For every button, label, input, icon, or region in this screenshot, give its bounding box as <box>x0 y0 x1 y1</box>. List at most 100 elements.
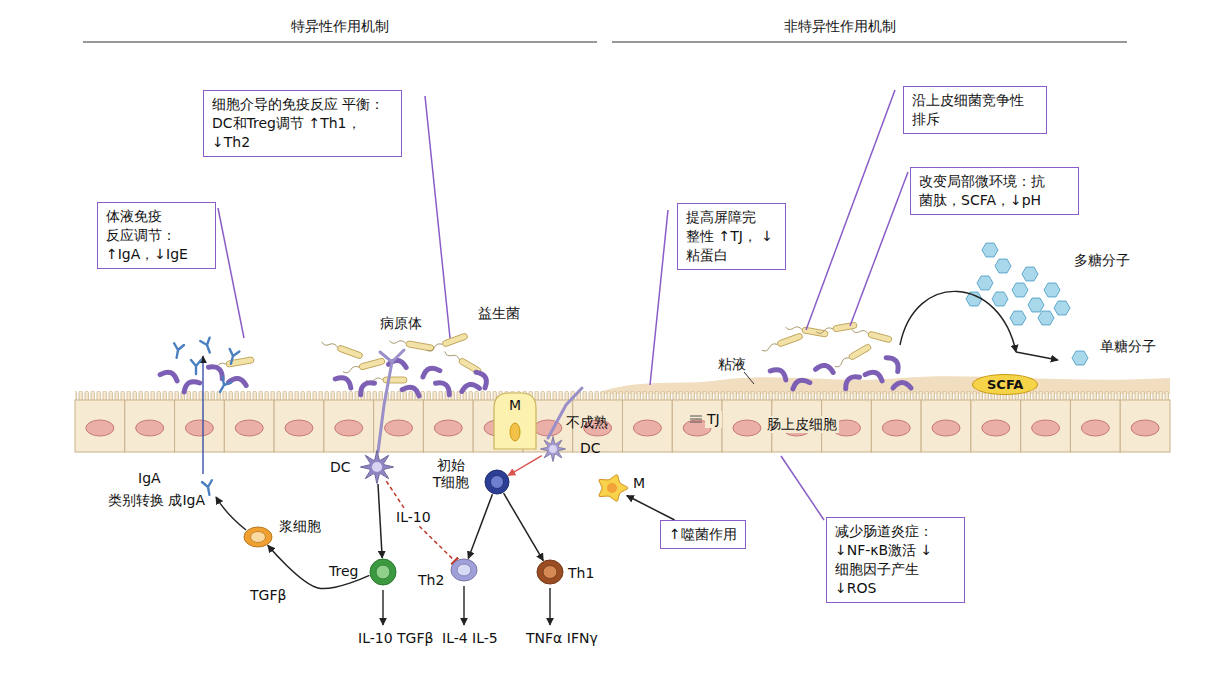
rod-bacterium <box>342 358 385 375</box>
callout-box: ↑噬菌作用 <box>660 520 746 549</box>
epithelial-cell <box>125 400 175 452</box>
macrophage: M <box>595 473 629 503</box>
annotation-label: 肠上皮细胞 <box>765 416 839 433</box>
curved-bacterium <box>335 374 353 388</box>
nucleus <box>285 420 313 436</box>
polysaccharide-unit <box>1054 301 1070 315</box>
epithelial-cell <box>324 400 374 452</box>
rod-bacterium <box>868 331 893 343</box>
node-label: M <box>633 475 645 492</box>
rod-bacterium <box>389 339 406 346</box>
tight-junction <box>690 419 702 420</box>
curved-bacterium <box>842 373 859 389</box>
rod-bacterium <box>321 339 363 359</box>
section-rule <box>612 42 1127 43</box>
nucleus <box>185 420 213 436</box>
connector-arrow <box>504 493 544 560</box>
rod-bacterium <box>226 357 255 368</box>
epithelial-cell <box>871 400 921 452</box>
immature-dendritic-cell-shape <box>540 436 566 462</box>
node-label: DC <box>580 440 601 457</box>
annotation-label: TNFα IFNγ <box>526 630 574 647</box>
rod-bacterium <box>761 343 778 353</box>
leader-line <box>781 456 824 520</box>
annotation-label: IgA <box>138 470 161 487</box>
annotation-label: 益生菌 <box>478 305 520 322</box>
connector-arrow <box>386 481 454 561</box>
rod-bacterium <box>785 325 802 332</box>
plasma-cell: 浆细胞 <box>243 526 273 548</box>
secretion-arrow <box>216 497 246 530</box>
node-label: SCFA <box>987 377 1023 392</box>
th1-cell: Th1 <box>536 559 564 585</box>
dendrite <box>548 388 582 438</box>
connector-arrow <box>627 496 675 520</box>
curved-bacterium <box>461 383 480 392</box>
rod-bacterium <box>834 356 851 368</box>
annotation-label: TJ <box>705 411 722 428</box>
iga-antibody <box>172 338 240 496</box>
edge-label: IL-10 <box>394 509 433 525</box>
epithelial-cell <box>423 400 473 452</box>
rod-bacterium <box>848 343 872 360</box>
callout-box: 改变局部微环境：抗 菌肽，SCFA，↓pH <box>910 167 1079 215</box>
node-label: M <box>508 398 522 413</box>
callout-text: 沿上皮细菌竞争性 排斥 <box>912 91 1038 129</box>
th2-cell: Th2 <box>450 558 478 582</box>
naive-t-cell: 初始 T细胞 <box>484 469 510 495</box>
fermentation-arrow <box>900 291 1016 352</box>
rod-bacterium <box>426 343 443 353</box>
callout-box: 体液免疫 反应调节： ↑IgA，↓IgE <box>97 202 216 269</box>
curved-bacterium <box>160 370 179 381</box>
monosaccharide <box>1072 351 1088 365</box>
rod-bacterium <box>337 345 363 360</box>
nucleus <box>86 420 114 436</box>
polysaccharide-unit <box>977 276 993 290</box>
annotation-label: IL-10 TGFβ <box>358 630 410 647</box>
annotation-label: 类别转换 成IgA <box>108 492 174 509</box>
th1-cell-shape <box>536 559 564 585</box>
secretion-arrow <box>216 497 550 625</box>
node-label: Treg <box>329 563 358 580</box>
nucleus <box>136 420 164 436</box>
scfa-ellipse: SCFA <box>972 374 1038 395</box>
th2-cell-shape <box>450 558 478 582</box>
polysaccharide-unit <box>992 292 1008 306</box>
dendrite <box>378 350 582 452</box>
iga-antibody <box>191 360 201 374</box>
curved-bacterium <box>791 378 810 389</box>
rod-bacterium <box>802 327 829 337</box>
dendrite <box>392 350 404 362</box>
tight-junction <box>690 416 702 417</box>
m-cell: M <box>493 392 537 450</box>
rod-bacterium <box>383 377 407 383</box>
polysaccharide-unit <box>982 243 998 257</box>
curved-bacterium <box>421 366 440 377</box>
curved-bacterium <box>436 379 453 395</box>
rod-bacterium <box>777 333 803 348</box>
rod-bacterium <box>444 350 461 362</box>
epithelial-cell <box>274 400 324 452</box>
nucleus <box>235 420 263 436</box>
leader-line <box>218 208 244 338</box>
nucleus <box>434 420 462 436</box>
connector-arrow <box>268 545 370 588</box>
epithelial-cell <box>921 400 971 452</box>
node-label: 不成熟 <box>566 414 608 431</box>
polysaccharide-unit <box>1022 267 1038 281</box>
leader-line <box>806 90 895 330</box>
epithelial-cell <box>224 400 274 452</box>
treg-cell: Treg <box>369 558 397 586</box>
naive-t-cell-shape <box>484 469 510 495</box>
curved-bacterium <box>476 369 490 387</box>
rod-bacterium <box>426 333 468 353</box>
leader-line <box>425 96 450 338</box>
callout-text: ↑噬菌作用 <box>669 525 737 544</box>
epithelial-cell <box>1021 400 1071 452</box>
epithelial-cell <box>75 400 125 452</box>
macrophage-shape <box>595 473 629 503</box>
iga-antibody <box>216 377 232 394</box>
iga-transport <box>202 356 203 474</box>
iga-antibody <box>202 480 214 496</box>
curved-bacterium <box>357 379 374 395</box>
